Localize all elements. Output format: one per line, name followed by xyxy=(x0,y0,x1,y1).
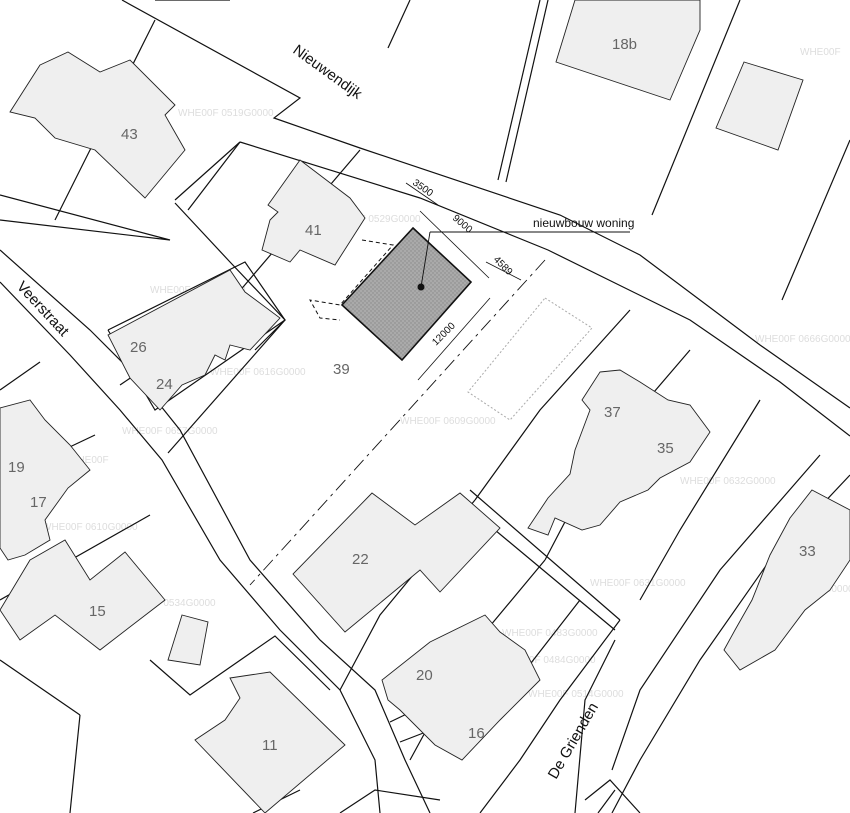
building xyxy=(715,61,804,151)
house-number: 43 xyxy=(121,126,138,143)
building-22 xyxy=(292,492,501,633)
building-11 xyxy=(194,671,346,813)
street-edge xyxy=(239,141,850,437)
house-number: 24 xyxy=(156,376,173,393)
house-number: 20 xyxy=(416,667,433,684)
parcel-id: WHE00F 0657G0000 xyxy=(122,426,218,437)
house-number: 19 xyxy=(8,459,25,476)
parcel-id: WHE00F 0483G0000 xyxy=(502,628,598,639)
house-number: 33 xyxy=(799,543,816,560)
house-number: 39 xyxy=(333,361,350,378)
leader-line xyxy=(420,231,431,288)
building-19-17 xyxy=(0,399,91,561)
axis-line xyxy=(249,259,546,586)
new-house-label: nieuwbouw woning xyxy=(533,216,634,230)
parcel-id: WHE00F 0609G0000 xyxy=(400,416,496,427)
dimension-line xyxy=(405,182,439,206)
parcel-id: WHE00F 0484G0000 xyxy=(500,655,596,666)
building-41 xyxy=(261,159,366,266)
parcel-id: WHE00F 0631G0000 xyxy=(590,578,686,589)
new-house-footprint xyxy=(340,226,473,362)
dimension-12000: 12000 xyxy=(430,320,458,348)
street-name-de-grienden: De Grienden xyxy=(545,700,602,782)
house-number: 17 xyxy=(30,494,47,511)
building-37-35 xyxy=(527,369,711,536)
parcel-id: WHE00F 0529G0000 xyxy=(325,214,421,225)
house-number: 11 xyxy=(262,737,278,754)
existing-outbuilding-outline xyxy=(467,297,593,421)
parcel-id: WHE00F 0632G0000 xyxy=(680,476,776,487)
street-edge xyxy=(479,619,621,813)
house-number: 35 xyxy=(657,440,674,457)
parcel-id: WHE00F 0514G0000 xyxy=(528,689,624,700)
street-edge xyxy=(0,249,431,813)
parcel-id: WHE00F xyxy=(800,47,841,58)
parcel-id: WHE00F 0616G0000 xyxy=(210,367,306,378)
house-number: 26 xyxy=(130,339,147,356)
parcel-id: WHE00F 0534G0000 xyxy=(120,598,216,609)
parcel-id: WHE00F 0666G0000 xyxy=(755,334,850,345)
dimension-line xyxy=(485,261,522,281)
building-15 xyxy=(0,539,166,651)
building-26-24 xyxy=(107,269,281,411)
house-number: 37 xyxy=(604,404,621,421)
building-33 xyxy=(723,489,850,671)
street-edge xyxy=(0,281,381,813)
building xyxy=(167,614,209,666)
house-number: 22 xyxy=(352,551,369,568)
building-line xyxy=(309,239,394,321)
parcel-id: WHE00F 0610G0000 xyxy=(42,522,138,533)
house-numbers: 18b 43 41 26 24 39 37 35 19 17 15 22 33 … xyxy=(8,36,816,754)
building-20-16 xyxy=(381,614,541,761)
parcel-id: WHE00F 0519G0000 xyxy=(178,108,274,119)
building-18b xyxy=(555,0,701,101)
house-number: 41 xyxy=(305,222,322,239)
dimension-line xyxy=(419,210,490,279)
building-43 xyxy=(9,51,186,199)
street-edge xyxy=(121,0,850,409)
parcel-id: WHE00F xyxy=(68,455,109,466)
street-name-nieuwendijk: Nieuwendijk xyxy=(290,41,366,103)
dimension-line xyxy=(417,297,491,381)
house-number: 16 xyxy=(468,725,485,742)
street-edge xyxy=(574,639,616,813)
house-number: 15 xyxy=(89,603,106,620)
house-number: 18b xyxy=(612,36,637,53)
